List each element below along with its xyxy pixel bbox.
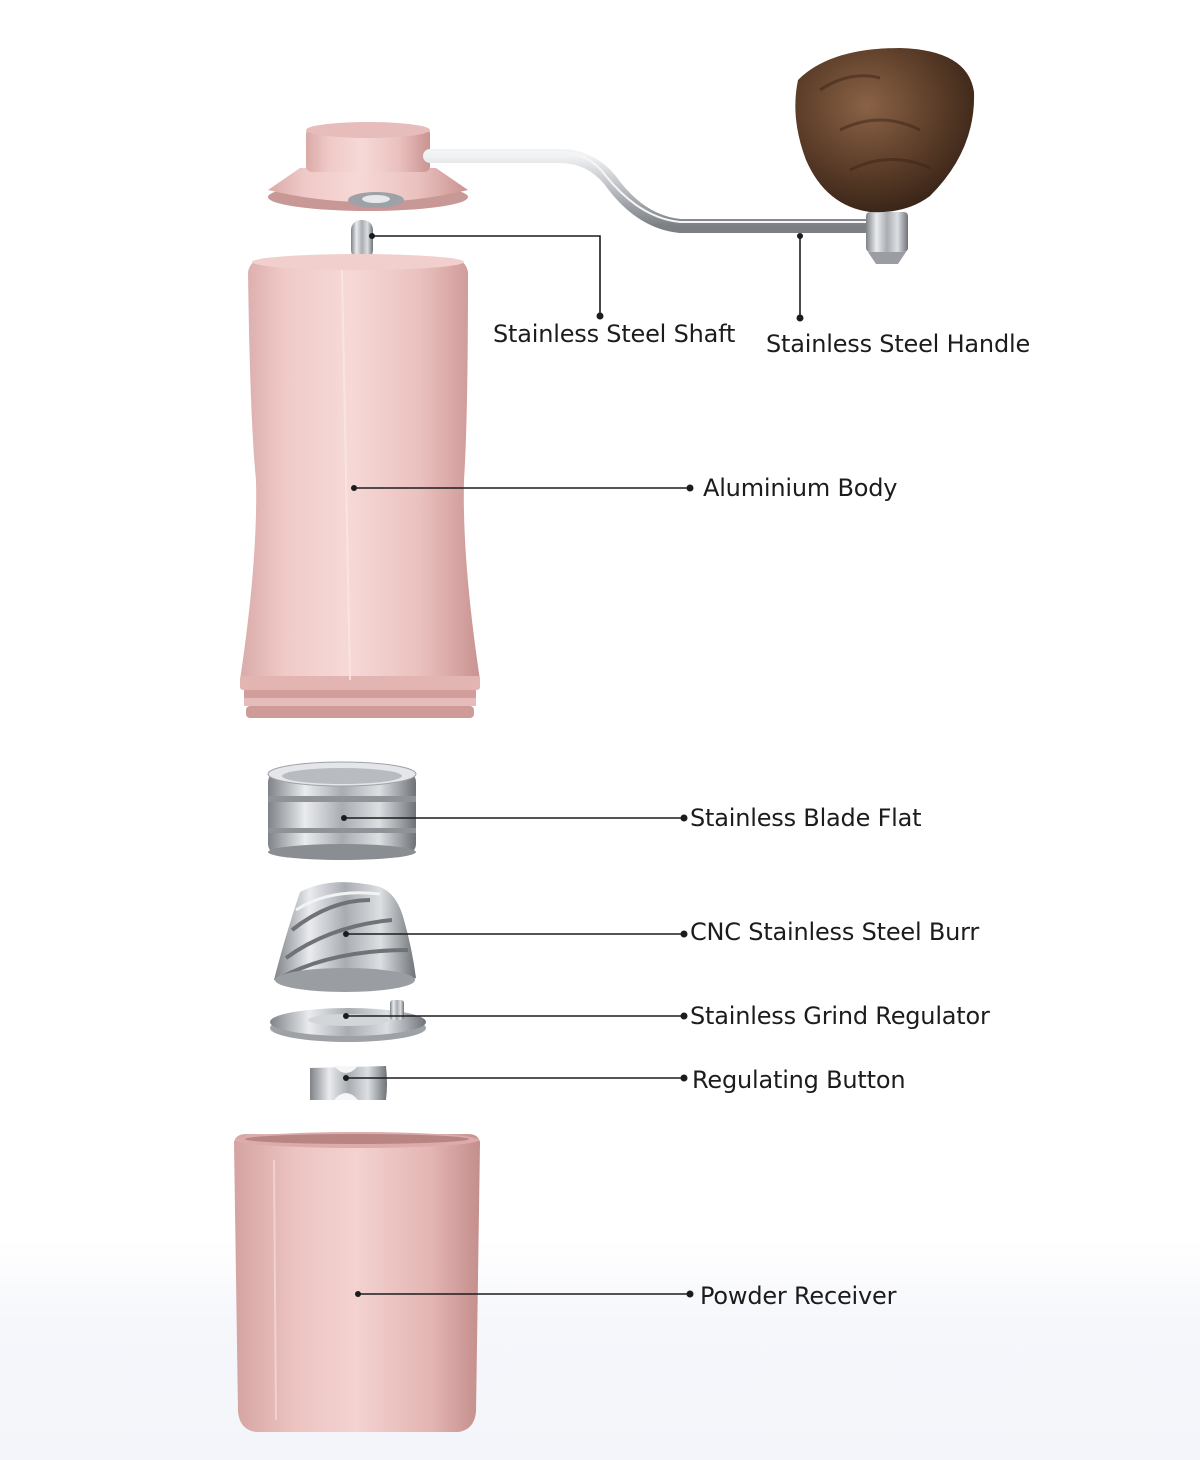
powder-receiver (234, 1132, 480, 1432)
label-stainless-steel-shaft: Stainless Steel Shaft (493, 320, 736, 348)
leader-dots (341, 233, 804, 1298)
steel-shaft (351, 220, 373, 260)
grind-regulator (270, 1000, 426, 1042)
leader-shaft (372, 235, 601, 316)
wooden-knob (795, 48, 975, 213)
label-regulating-button: Regulating Button (692, 1066, 906, 1094)
label-aluminium-body: Aluminium Body (703, 474, 898, 502)
blade-flat-ring (267, 761, 417, 860)
conical-burr (274, 882, 416, 992)
label-stainless-blade-flat: Stainless Blade Flat (690, 804, 922, 832)
leader-lines (344, 235, 801, 1295)
handle-arm (423, 149, 908, 264)
label-stainless-grind-regulator: Stainless Grind Regulator (690, 1002, 990, 1030)
regulating-button (310, 1066, 387, 1100)
label-stainless-steel-handle: Stainless Steel Handle (766, 330, 1031, 358)
top-cap (268, 122, 468, 211)
aluminium-body (240, 254, 480, 718)
label-powder-receiver: Powder Receiver (700, 1282, 897, 1310)
label-cnc-stainless-steel-burr: CNC Stainless Steel Burr (690, 918, 980, 946)
